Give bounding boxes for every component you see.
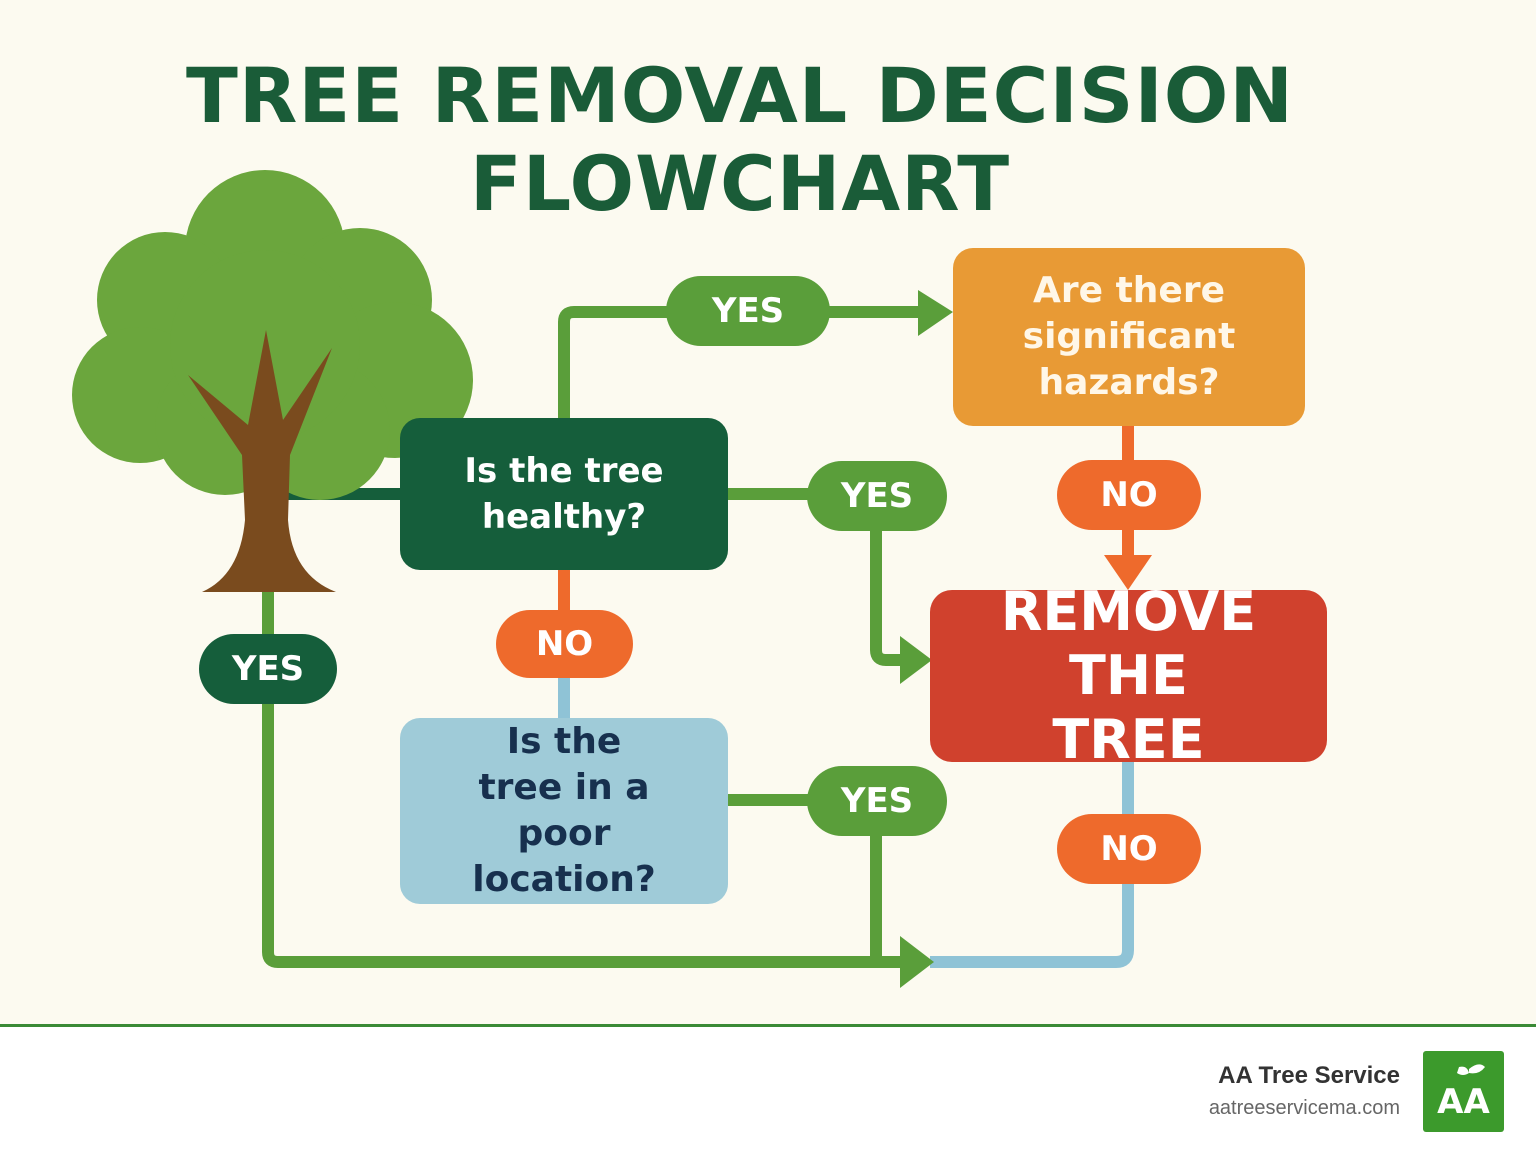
node-remove-tree: REMOVE THE TREE [930,580,1327,771]
brand-url: aatreeservicema.com [1208,1097,1400,1119]
connector-remove-bottom [930,760,1134,968]
label-tree-yes: YES [199,634,337,704]
connector-tree-bottom [262,590,905,968]
brand-name: AA Tree Service [1218,1062,1400,1089]
label-location-yes: YES [807,766,947,836]
arrowhead-to-remove-left [900,636,932,684]
node-is-tree-healthy: Is the tree healthy? [400,418,728,570]
label-remove-no: NO [1057,814,1201,884]
node-location-label: Is the tree in a poor location? [472,721,656,900]
leaf-logo-icon: AA [1437,1064,1490,1122]
arrowhead-to-remove-top [1104,555,1152,590]
arrowhead-bottom [900,936,934,988]
label-healthy-yes-top: YES [666,276,830,346]
brand-logo: AA [1423,1051,1504,1132]
node-significant-hazards: Are there significant hazards? [953,248,1305,426]
connector-healthy-remove [726,488,905,666]
node-hazards-label: Are there significant hazards? [1022,270,1236,403]
tree-icon [72,170,473,592]
logo-letters: AA [1437,1082,1490,1122]
label-hazards-no: NO [1057,460,1201,530]
node-poor-location: Is the tree in a poor location? [400,718,728,904]
arrowhead-to-hazards [918,290,953,336]
footer-divider [0,1024,1536,1027]
page-title: TREE REMOVAL DECISION FLOWCHART [186,51,1294,228]
connector-healthy-hazards [558,306,920,420]
label-healthy-yes-right: YES [807,461,947,531]
footer [0,1027,1536,1154]
node-healthy-label: Is the tree healthy? [464,451,664,537]
node-remove-label: REMOVE THE TREE [1000,580,1257,771]
label-healthy-no: NO [496,610,633,678]
